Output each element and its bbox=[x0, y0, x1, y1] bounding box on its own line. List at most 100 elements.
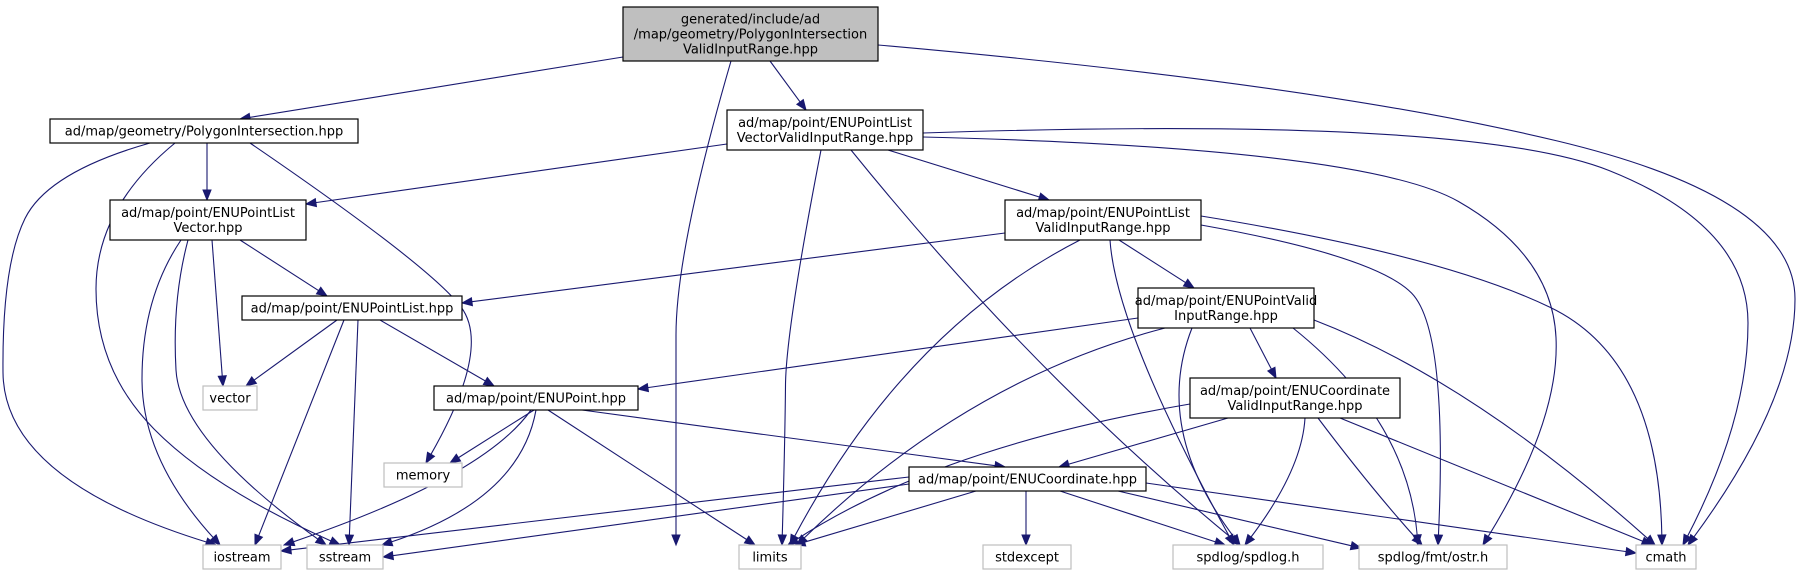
edge-line bbox=[348, 319, 359, 538]
edge-line bbox=[1118, 239, 1188, 285]
nodes-layer: generated/include/ad/map/geometry/Polygo… bbox=[49, 6, 1697, 570]
edge-line bbox=[1200, 224, 1441, 538]
node-label-line: ad/map/point/ENUPointList bbox=[1016, 206, 1190, 221]
edge-line bbox=[174, 239, 320, 541]
edge-arrowhead bbox=[786, 535, 800, 546]
edge-arrowhead bbox=[344, 534, 355, 547]
node-epl-vir[interactable]: ad/map/point/ENUPointListValidInputRange… bbox=[1004, 199, 1202, 241]
edge-ec_vir-to-ostr bbox=[1317, 417, 1423, 547]
node-epl[interactable]: ad/map/point/ENUPointList.hpp bbox=[241, 295, 463, 321]
edge-poly-to-eplv bbox=[202, 143, 212, 202]
edge-line bbox=[1249, 417, 1306, 539]
edge-ec-to-spdlog bbox=[1059, 490, 1227, 547]
node-box bbox=[1635, 544, 1697, 570]
node-label-line: ad/map/geometry/PolygonIntersection.hpp bbox=[65, 125, 344, 140]
edge-eplv_vir-to-ostr bbox=[922, 136, 1557, 547]
edge-line bbox=[547, 409, 749, 542]
edge-root-to-limits bbox=[671, 60, 732, 547]
edge-line bbox=[781, 149, 822, 538]
edge-ec-to-ostr bbox=[1117, 490, 1363, 551]
node-label-line: generated/include/ad bbox=[681, 13, 820, 28]
node-box bbox=[1004, 199, 1202, 241]
edge-line bbox=[1339, 417, 1645, 543]
edge-arrowhead bbox=[1682, 533, 1693, 547]
edge-epl_vir-to-ep_vir bbox=[1118, 239, 1196, 289]
node-ec[interactable]: ad/map/point/ENUCoordinate.hpp bbox=[908, 466, 1147, 492]
node-label-line: Vector.hpp bbox=[173, 221, 242, 236]
edge-ep-to-limits bbox=[547, 409, 757, 546]
edge-line bbox=[675, 60, 732, 537]
node-label-line: cmath bbox=[1645, 551, 1686, 566]
node-poly[interactable]: ad/map/geometry/PolygonIntersection.hpp bbox=[49, 118, 359, 144]
edge-arrowhead bbox=[743, 535, 757, 546]
node-root[interactable]: generated/include/ad/map/geometry/Polygo… bbox=[622, 6, 879, 62]
node-box bbox=[1137, 287, 1315, 329]
edge-eplv_vir-to-epl_vir bbox=[887, 149, 1051, 202]
edge-line bbox=[1145, 482, 1629, 553]
node-label-line: iostream bbox=[213, 551, 270, 566]
node-box bbox=[306, 544, 384, 570]
edge-epl-to-vector bbox=[244, 319, 338, 387]
edge-arrowhead bbox=[254, 533, 264, 547]
edge-line bbox=[239, 239, 321, 293]
edge-arrowhead bbox=[795, 98, 807, 112]
node-box bbox=[726, 109, 924, 151]
edge-line bbox=[2, 142, 209, 544]
node-box bbox=[109, 199, 307, 241]
node-ec-vir[interactable]: ad/map/point/ENUCoordinateValidInputRang… bbox=[1189, 377, 1401, 419]
edge-epl-to-iostream bbox=[254, 319, 345, 547]
edge-line bbox=[794, 403, 1191, 542]
edge-line bbox=[1249, 327, 1273, 372]
edge-line bbox=[247, 56, 624, 119]
edge-ec_vir-to-spdlog bbox=[1244, 417, 1306, 547]
node-spdlog: spdlog/spdlog.h bbox=[1172, 544, 1324, 570]
node-box bbox=[982, 544, 1072, 570]
edge-eplv_vir-to-cmath bbox=[922, 128, 1749, 547]
edge-line bbox=[887, 149, 1042, 199]
node-ostr: spdlog/fmt/ostr.h bbox=[1358, 544, 1508, 570]
node-box bbox=[241, 295, 463, 321]
node-eplv-vir[interactable]: ad/map/point/ENUPointListVectorValidInpu… bbox=[726, 109, 924, 151]
node-label-line: limits bbox=[752, 551, 788, 566]
node-label-line: ad/map/point/ENUCoordinate bbox=[1200, 384, 1390, 399]
node-label-line: ValidInputRange.hpp bbox=[683, 43, 818, 58]
edge-line bbox=[1117, 490, 1354, 547]
edge-line bbox=[1313, 319, 1650, 541]
edge-arrowhead bbox=[244, 375, 258, 387]
edge-ec-to-stdexcept bbox=[1021, 491, 1031, 547]
edge-eplv_vir-to-eplv bbox=[304, 143, 728, 208]
edge-line bbox=[769, 60, 802, 104]
edge-line bbox=[1059, 490, 1218, 544]
edge-epl_vir-to-cmath bbox=[1200, 215, 1667, 547]
node-box bbox=[622, 6, 879, 62]
node-box bbox=[433, 385, 639, 411]
node-label-line: sstream bbox=[319, 551, 371, 566]
edge-ec_vir-to-cmath bbox=[1339, 417, 1654, 546]
node-box bbox=[49, 118, 359, 144]
edge-eplv-to-iostream bbox=[141, 239, 221, 546]
edge-root-to-eplv_vir bbox=[769, 60, 807, 112]
node-limits: limits bbox=[738, 544, 802, 570]
edge-line bbox=[252, 319, 338, 382]
edge-epl-to-ep bbox=[379, 319, 496, 387]
edge-line bbox=[802, 490, 977, 544]
node-box bbox=[383, 462, 463, 488]
edge-arrowhead bbox=[1244, 533, 1256, 547]
edge-arrowhead bbox=[1182, 278, 1196, 289]
node-label-line: ad/map/point/ENUPointList bbox=[738, 116, 912, 131]
node-label-line: vector bbox=[209, 392, 251, 407]
edge-line bbox=[211, 239, 223, 379]
node-box bbox=[738, 544, 802, 570]
node-ep[interactable]: ad/map/point/ENUPoint.hpp bbox=[433, 385, 639, 411]
node-iostream: iostream bbox=[202, 544, 282, 570]
edge-arrowhead bbox=[209, 534, 221, 546]
edge-arrowhead bbox=[1624, 546, 1638, 557]
node-label-line: ad/map/point/ENUPoint.hpp bbox=[446, 392, 626, 407]
edge-arrowhead bbox=[279, 545, 292, 555]
node-label-line: ad/map/point/ENUPointList bbox=[121, 206, 295, 221]
edge-arrowhead bbox=[282, 537, 296, 547]
edge-arrowhead bbox=[217, 375, 227, 388]
edge-arrowhead bbox=[636, 382, 650, 393]
